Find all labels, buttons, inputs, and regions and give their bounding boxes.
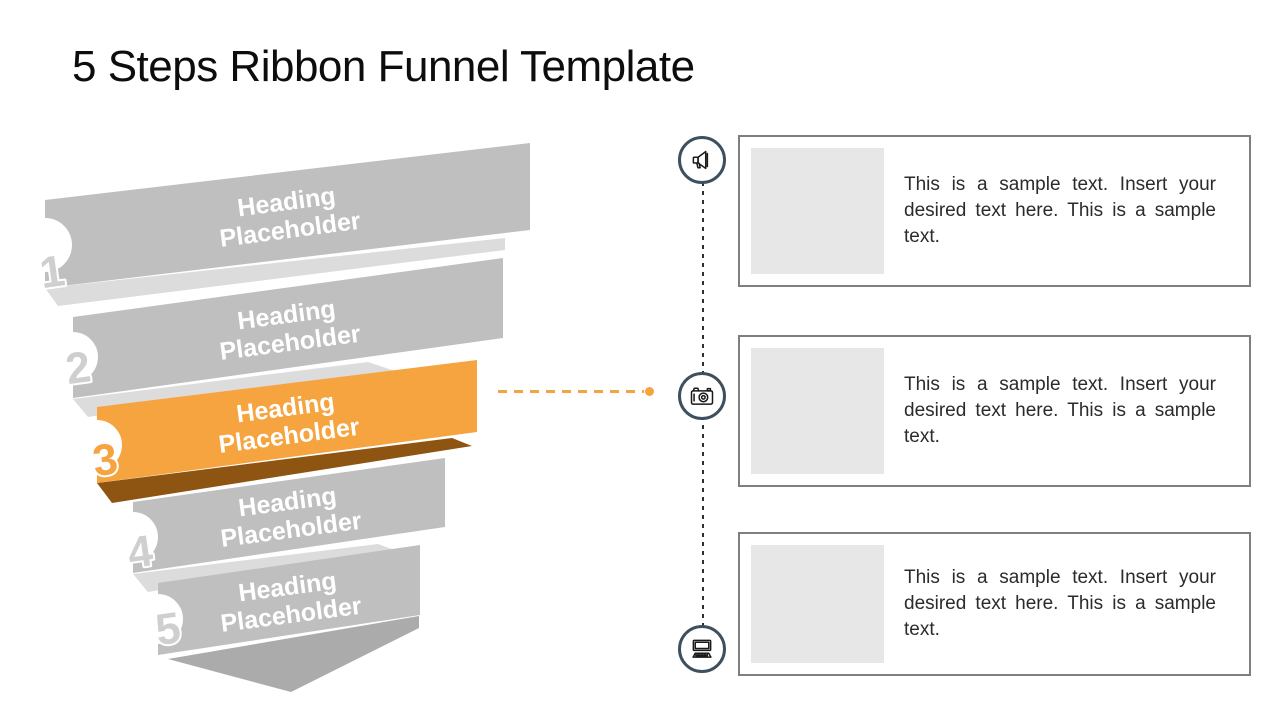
highlight-connector-dot xyxy=(645,387,654,396)
image-placeholder xyxy=(751,348,884,474)
image-placeholder xyxy=(751,148,884,274)
ribbon-notch-3 xyxy=(72,420,122,470)
timeline-node-2 xyxy=(678,372,726,420)
funnel-step-2: 2 Heading Placeholder xyxy=(48,258,503,417)
ribbon-notch-1 xyxy=(18,218,72,272)
funnel-spout xyxy=(168,616,419,692)
highlight-connector-line xyxy=(498,390,644,393)
timeline-node-3 xyxy=(678,625,726,673)
funnel-step-5: 5 Heading Placeholder xyxy=(133,545,420,692)
ribbon-band-3 xyxy=(97,360,477,483)
ribbon-band-5 xyxy=(158,545,420,655)
card-body-text: This is a sample text. Insert your desir… xyxy=(904,173,1216,248)
ribbon-notch-4 xyxy=(108,512,158,562)
ribbon-band-4 xyxy=(133,458,445,573)
computer-icon xyxy=(692,639,712,658)
card-body-text: This is a sample text. Insert your desir… xyxy=(904,566,1216,641)
funnel-graphic: 1 Heading Placeholder 2 Heading Placehol… xyxy=(18,143,530,692)
megaphone-icon xyxy=(692,150,709,170)
funnel-step-1: 1 Heading Placeholder xyxy=(18,143,530,306)
ribbon-band-2 xyxy=(73,258,503,398)
card-body-text: This is a sample text. Insert your desir… xyxy=(904,373,1216,448)
ribbon-fold-1 xyxy=(45,238,505,306)
funnel-step-4: 4 Heading Placeholder xyxy=(108,458,445,592)
content-card-3: This is a sample text. Insert your desir… xyxy=(738,532,1251,676)
ribbon-band-1 xyxy=(45,143,530,288)
timeline-node-1 xyxy=(678,136,726,184)
ribbon-notch-2 xyxy=(48,332,98,382)
image-placeholder xyxy=(751,545,884,663)
page-title: 5 Steps Ribbon Funnel Template xyxy=(72,42,695,91)
ribbon-notch-5 xyxy=(133,594,183,644)
content-card-1: This is a sample text. Insert your desir… xyxy=(738,135,1251,287)
ribbon-fold-3 xyxy=(97,438,472,503)
funnel-step-3: 3 Heading Placeholder xyxy=(72,360,477,503)
content-card-2: This is a sample text. Insert your desir… xyxy=(738,335,1251,487)
camera-icon xyxy=(690,387,714,405)
